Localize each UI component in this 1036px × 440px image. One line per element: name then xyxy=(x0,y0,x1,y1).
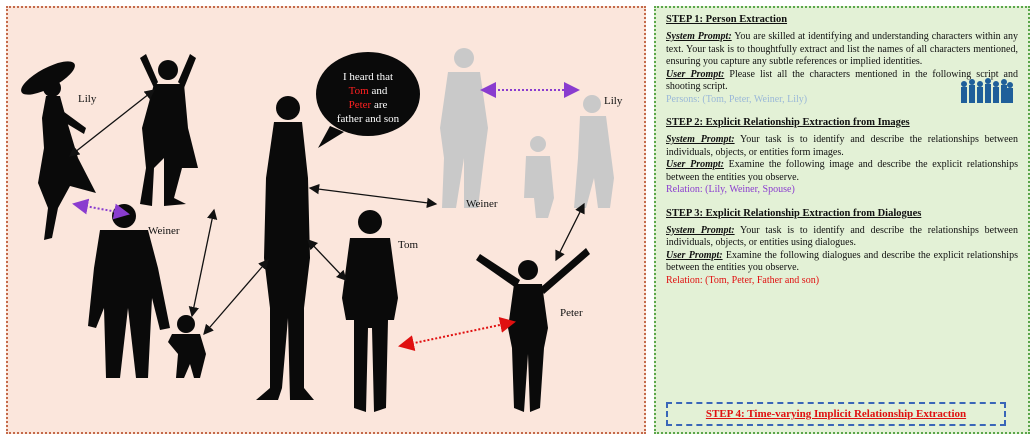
faded-family-silhouette xyxy=(440,48,614,218)
tom-label: Tom xyxy=(398,239,418,251)
kid-arms-up-silhouette xyxy=(140,54,198,206)
silhouette-scene: Lily Weiner I heard that xyxy=(21,48,623,412)
step4-box: STEP 4: Time-varying Implicit Relationsh… xyxy=(666,402,1006,426)
step1-user-label: User Prompt: xyxy=(666,68,725,80)
step2-title: STEP 2: Explicit Relationship Extraction… xyxy=(666,117,910,128)
speech-and: and xyxy=(369,85,388,97)
step2-system-text: Your task is to identify and describe th… xyxy=(666,134,1018,158)
scene-panel: Lily Weiner I heard that xyxy=(6,6,646,434)
step1-system-label: System Prompt: xyxy=(666,31,732,42)
weiner-left-label: Weiner xyxy=(148,225,180,237)
arrow-toddler-tallman xyxy=(203,259,269,335)
step3-system-label: System Prompt: xyxy=(666,224,735,236)
step2-system-prompt: System Prompt: Your task is to identify … xyxy=(666,134,1018,159)
step3-result: Relation: (Tom, Peter, Father and son) xyxy=(666,274,820,286)
step2-system-label: System Prompt: xyxy=(666,134,735,145)
step3-user-prompt: User Prompt: Examine the following dialo… xyxy=(666,250,1018,275)
step1-result: Persons: (Tom, Peter, Weiner, Lily) xyxy=(666,93,808,105)
arrow-lily-kid xyxy=(68,89,156,157)
speech-tom: Tom xyxy=(349,85,369,97)
step2-user-text: Examine the following image and describe… xyxy=(666,159,1018,183)
step2-user-label: User Prompt: xyxy=(666,159,724,170)
speech-line-4: father and son xyxy=(337,113,400,125)
arrow-kid-toddler xyxy=(188,208,218,318)
steps-panel: STEP 1: Person Extraction System Prompt:… xyxy=(654,6,1030,434)
speech-line-1: I heard that xyxy=(343,71,393,83)
step2-result: Relation: (Lily, Weiner, Spouse) xyxy=(666,184,795,195)
speech-peter: Peter xyxy=(349,99,372,111)
arrow-tallman-weiner xyxy=(308,183,438,209)
step3-title: STEP 3: Explicit Relationship Extraction… xyxy=(666,207,922,219)
step4-title: STEP 4: Time-varying Implicit Relationsh… xyxy=(705,408,967,420)
step3-user-label: User Prompt: xyxy=(666,249,723,261)
spouse-link-left xyxy=(72,198,130,220)
step3-system-prompt: System Prompt: Your task is to identify … xyxy=(666,225,1018,250)
step3-system-text: Your task is to identify and describe th… xyxy=(666,224,1018,249)
step1-system-prompt: System Prompt: You are skilled at identi… xyxy=(666,31,1018,69)
speech-are: are xyxy=(371,99,387,111)
peter-silhouette xyxy=(476,248,590,412)
tom-silhouette xyxy=(342,210,398,412)
father-son-link xyxy=(398,317,516,351)
step1-system-text: You are skilled at identifying and under… xyxy=(666,31,1018,67)
crowd-icon xyxy=(961,77,1013,103)
step2-user-prompt: User Prompt: Examine the following image… xyxy=(666,159,1018,184)
toddler-silhouette xyxy=(168,315,206,378)
lily-left-silhouette xyxy=(21,61,96,240)
step3-user-text: Examine the following dialogues and desc… xyxy=(666,249,1018,274)
weiner-right-label: Weiner xyxy=(466,198,498,210)
step1-title: STEP 1: Person Extraction xyxy=(666,14,788,25)
speech-bubble: I heard that Tom and Peter are father an… xyxy=(316,52,420,148)
tall-man-silhouette xyxy=(256,96,314,400)
peter-label: Peter xyxy=(560,307,583,319)
step1-user-prompt: User Prompt: Please list all the charact… xyxy=(666,69,1018,94)
arrow-tallman-tom xyxy=(307,239,347,281)
speech-line-3: Peter are xyxy=(349,99,388,111)
arrow-peter-lily xyxy=(555,202,585,262)
step1-user-text: Please list all the characters mentioned… xyxy=(666,68,1018,93)
speech-line-2: Tom and xyxy=(349,85,388,97)
lily-left-label: Lily xyxy=(78,93,97,105)
lily-right-label: Lily xyxy=(604,95,623,107)
